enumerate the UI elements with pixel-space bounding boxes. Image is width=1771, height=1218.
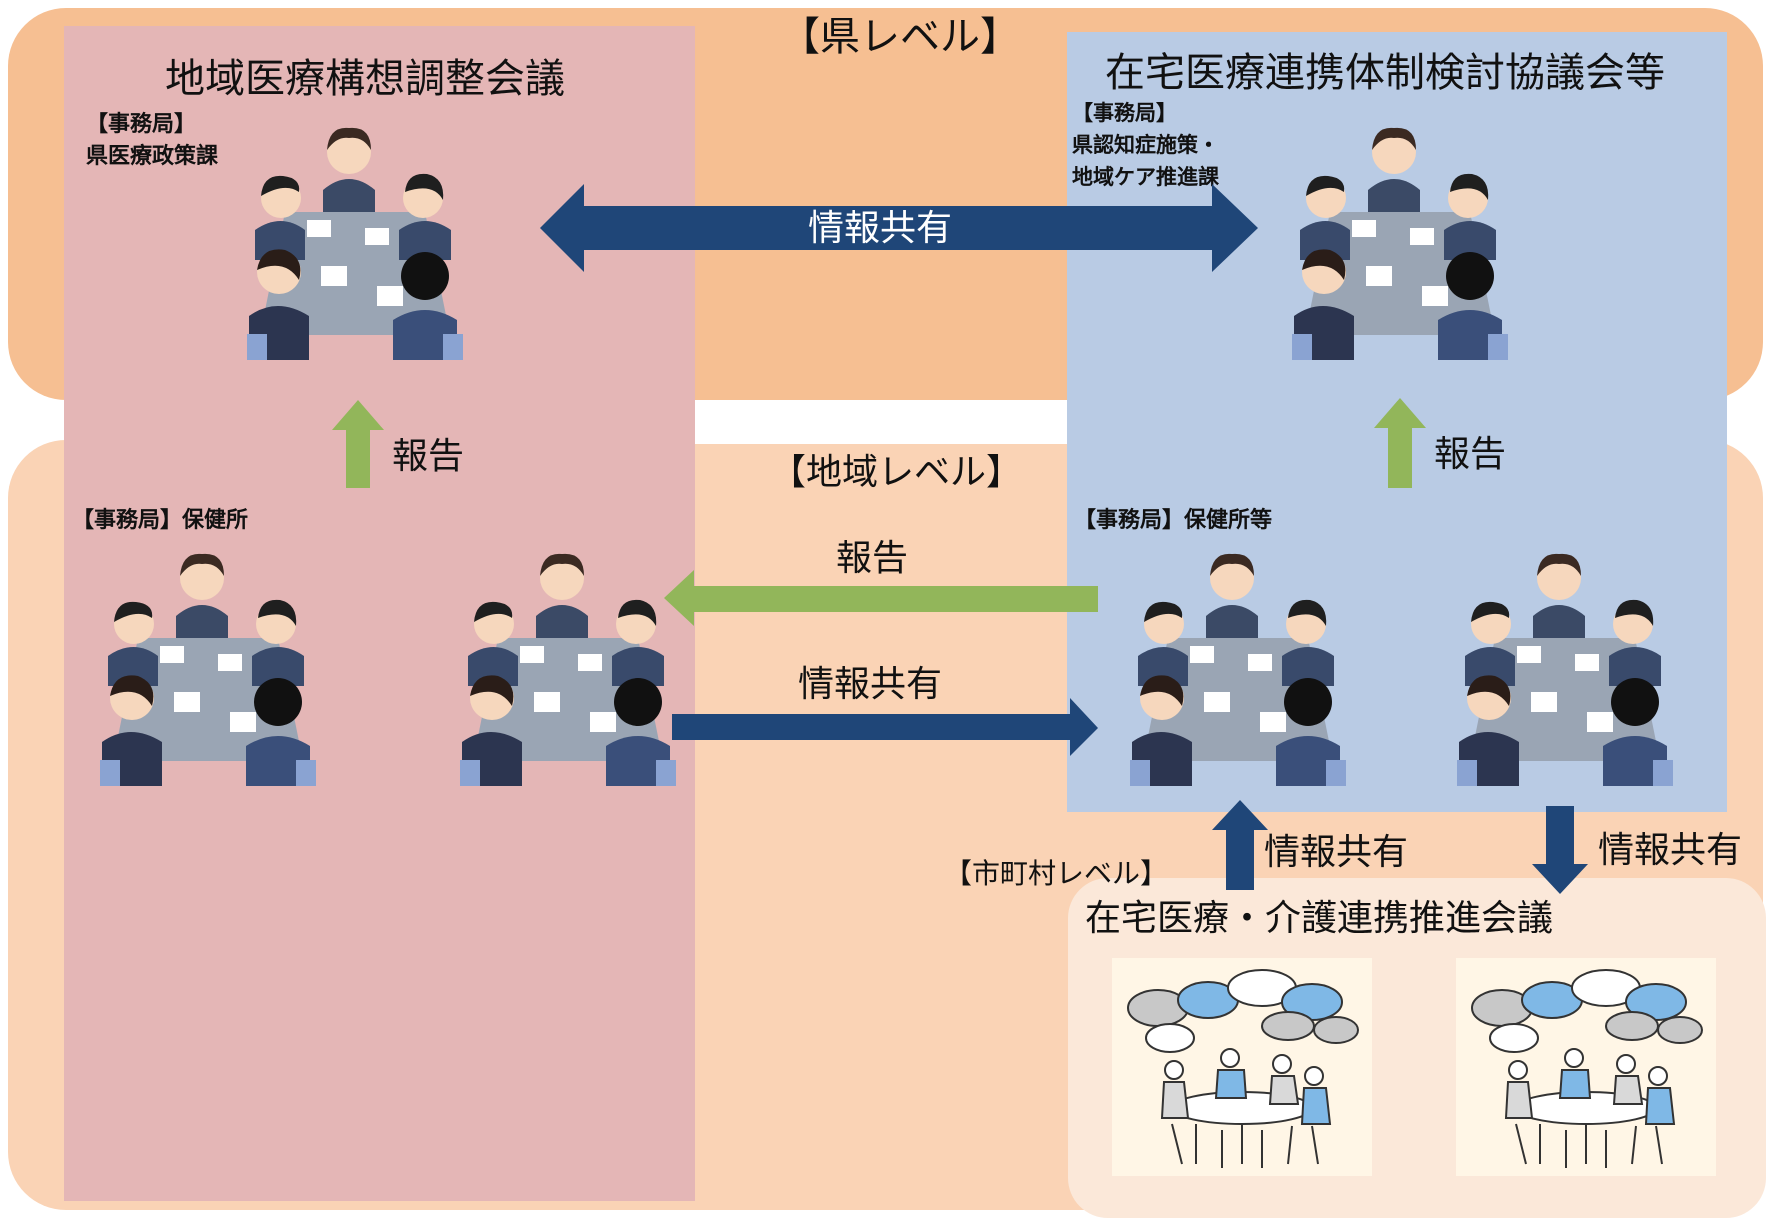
up-share-arrow [1212, 800, 1268, 890]
left-local-secretariat: 【事務局】保健所 [72, 508, 249, 533]
mid-report-label: 報告 [836, 538, 909, 579]
group-discussion-icon [1127, 969, 1359, 1169]
right-local-secretariat: 【事務局】保健所等 [1074, 508, 1273, 533]
left-report-arrow [332, 400, 384, 488]
discussion-illustration-2 [1456, 958, 1716, 1176]
top-share-arrow [540, 184, 1258, 272]
down-share-label: 情報共有 [1598, 830, 1743, 871]
regional-council-title: 地域医療構想調整会議 [165, 56, 565, 102]
up-share-label: 情報共有 [1264, 832, 1409, 873]
top-share-label: 情報共有 [808, 208, 953, 249]
meeting-people-icon [1130, 553, 1346, 786]
right-secretariat-dept-1: 県認知症施策・ [1072, 133, 1219, 157]
level-divider [695, 400, 1067, 444]
meeting-people-icon [100, 553, 316, 786]
right-secretariat-dept-2: 地域ケア推進課 [1072, 165, 1219, 189]
meeting-people-icon [1292, 127, 1508, 360]
right-report-label: 報告 [1434, 434, 1507, 475]
mid-share-arrow [672, 698, 1098, 756]
meeting-people-icon [1457, 553, 1673, 786]
left-secretariat-dept: 県医療政策課 [86, 144, 219, 169]
municipal-council-title: 在宅医療・介護連携推進会議 [1085, 898, 1554, 939]
group-discussion-icon [1471, 969, 1703, 1169]
municipal-level-label: 【市町村レベル】 [944, 857, 1169, 890]
mid-report-arrow [664, 570, 1098, 626]
left-secretariat-label: 【事務局】 [86, 112, 197, 137]
discussion-illustration-1 [1112, 958, 1372, 1176]
home-care-council-title: 在宅医療連携体制検討協議会等 [1105, 50, 1665, 96]
meeting-people-icon [460, 553, 676, 786]
regional-level-label: 【地域レベル】 [770, 452, 1023, 493]
right-secretariat-label: 【事務局】 [1072, 101, 1177, 125]
mid-share-label: 情報共有 [798, 664, 943, 705]
right-report-arrow [1374, 398, 1426, 488]
left-report-label: 報告 [392, 436, 465, 477]
prefecture-level-label: 【県レベル】 [780, 14, 1020, 60]
meeting-people-icon [247, 127, 463, 360]
down-share-arrow [1532, 806, 1588, 894]
